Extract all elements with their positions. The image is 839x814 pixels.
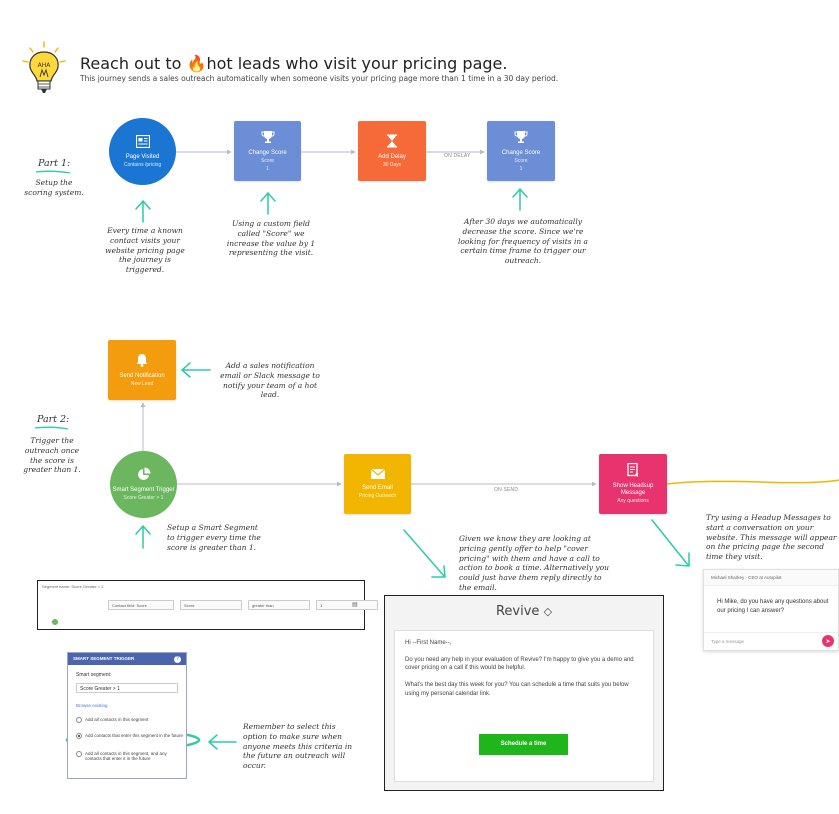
email-brand: Revive ◇	[495, 604, 553, 619]
node-smart-segment-trigger[interactable]: Smart Segment Trigger Score Greater > 1	[110, 451, 177, 518]
option-future-contacts[interactable]: Add contacts that enter this segment in …	[76, 733, 184, 739]
smart-segment-panel: SMART SEGMENT TRIGGER ? Smart segment: S…	[67, 652, 187, 779]
segment-input[interactable]: Score Greater > 1	[76, 683, 178, 693]
trophy-icon	[261, 130, 274, 143]
chat-header: Michael Sharkey · CEO at Autopilot	[704, 570, 838, 586]
yellow-continuation-line	[666, 479, 839, 485]
page-subtitle: This journey sends a sales outreach auto…	[80, 74, 559, 83]
node-add-delay[interactable]: Add Delay 30 Days	[358, 121, 426, 181]
node-page-visited[interactable]: Page Visited Contains /pricing	[109, 118, 176, 185]
note-trigger: Setup a Smart Segment to trigger every t…	[167, 523, 261, 552]
node-send-email[interactable]: Send Email Pricing Outreach	[344, 454, 411, 514]
option-all-contacts[interactable]: Add all contacts in this segment	[76, 717, 184, 723]
browse-existing-link[interactable]: Browse existing	[76, 703, 108, 708]
email-paragraph-1: Do you need any help in your evaluation …	[405, 656, 634, 672]
envelope-icon	[370, 468, 385, 479]
condition-value[interactable]: 1	[316, 600, 378, 610]
chat-message: Hi Mike, do you have any questions about…	[717, 599, 829, 614]
part1-label: Part 1:	[38, 158, 71, 169]
bell-icon	[136, 353, 148, 367]
note-change-score: Using a custom field called "Score" we i…	[226, 219, 316, 258]
headup-chat-widget: Michael Sharkey · CEO at Autopilot Hi Mi…	[703, 569, 839, 651]
part1-desc: Setup the scoring system.	[24, 178, 84, 197]
pie-icon	[137, 467, 150, 481]
node-change-score-2[interactable]: Change Score Score 1	[487, 121, 555, 181]
segment-condition-bar: Segment name: Score Greater > 1 Contact …	[37, 580, 378, 630]
note-headup: Try using a Headup Messages to start a c…	[706, 513, 837, 561]
annotation-arrow-2	[260, 191, 276, 215]
note-panel: Remember to select this option to make s…	[243, 722, 353, 770]
panel-label: Smart segment:	[76, 672, 112, 678]
segment-caption: Segment name: Score Greater > 1	[42, 584, 104, 589]
note-page-visited: Every time a known contact visits your w…	[105, 226, 185, 274]
email-preview: Revive ◇ Hi --First Name--, Do you need …	[384, 595, 664, 791]
add-condition-dot[interactable]	[52, 619, 58, 625]
note-email: Given we know they are looking at pricin…	[459, 534, 609, 592]
hourglass-icon	[387, 134, 397, 148]
part2-desc: Trigger the outreach once the score is g…	[23, 436, 81, 475]
page-icon	[135, 134, 150, 148]
part2-underline	[34, 426, 69, 430]
revive-logo-icon: ◇	[543, 605, 553, 618]
doc-icon	[627, 463, 638, 478]
note-delay: After 30 days we automatically decrease …	[457, 217, 589, 265]
edge-label-on-delay: ON DELAY	[444, 153, 471, 159]
panel-header: SMART SEGMENT TRIGGER	[68, 653, 186, 665]
schedule-button[interactable]: Schedule a time	[479, 734, 568, 755]
annotation-arrow-8	[207, 734, 237, 750]
node-send-notification[interactable]: Send Notification New Lead	[108, 340, 176, 400]
send-icon[interactable]: ➤	[822, 635, 834, 647]
annotation-arrow-7	[651, 519, 690, 567]
edge-label-on-send: ON SEND	[494, 487, 519, 493]
lightbulb-icon: AHA	[22, 41, 66, 93]
annotation-arrow-5	[135, 524, 151, 549]
option-all-and-future[interactable]: Add all contacts in this segment, and an…	[76, 751, 184, 762]
chat-input[interactable]: Type a message	[704, 632, 838, 650]
condition-operator[interactable]: greater than	[248, 600, 310, 610]
note-notification: Add a sales notification email or Slack …	[220, 361, 320, 400]
delete-condition-icon[interactable]: ▤	[352, 602, 358, 608]
condition-field[interactable]: Contact field: Score	[108, 600, 174, 610]
email-greeting: Hi --First Name--,	[405, 640, 452, 646]
annotation-arrow-1	[135, 199, 151, 223]
fire-icon: 🔥	[186, 54, 207, 73]
annotation-arrow-6	[403, 529, 446, 578]
node-change-score-1[interactable]: Change Score Score 1	[234, 121, 301, 181]
node-show-headup-message[interactable]: Show Headsup Message Any questions	[599, 454, 667, 514]
svg-text:AHA: AHA	[38, 62, 52, 69]
help-icon[interactable]: ?	[174, 656, 181, 663]
trophy-icon	[514, 130, 528, 143]
page-title: Reach out to 🔥hot leads who visit your p…	[80, 54, 508, 73]
email-body: Hi --First Name--, Do you need any help …	[394, 630, 654, 782]
condition-type[interactable]: Score	[180, 600, 242, 610]
email-paragraph-2: What's the best day this week for you? Y…	[405, 682, 629, 697]
annotation-arrow-3	[512, 187, 528, 211]
part2-label: Part 2:	[37, 414, 70, 425]
annotation-arrow-4	[180, 362, 211, 378]
part1-underline	[35, 170, 71, 174]
